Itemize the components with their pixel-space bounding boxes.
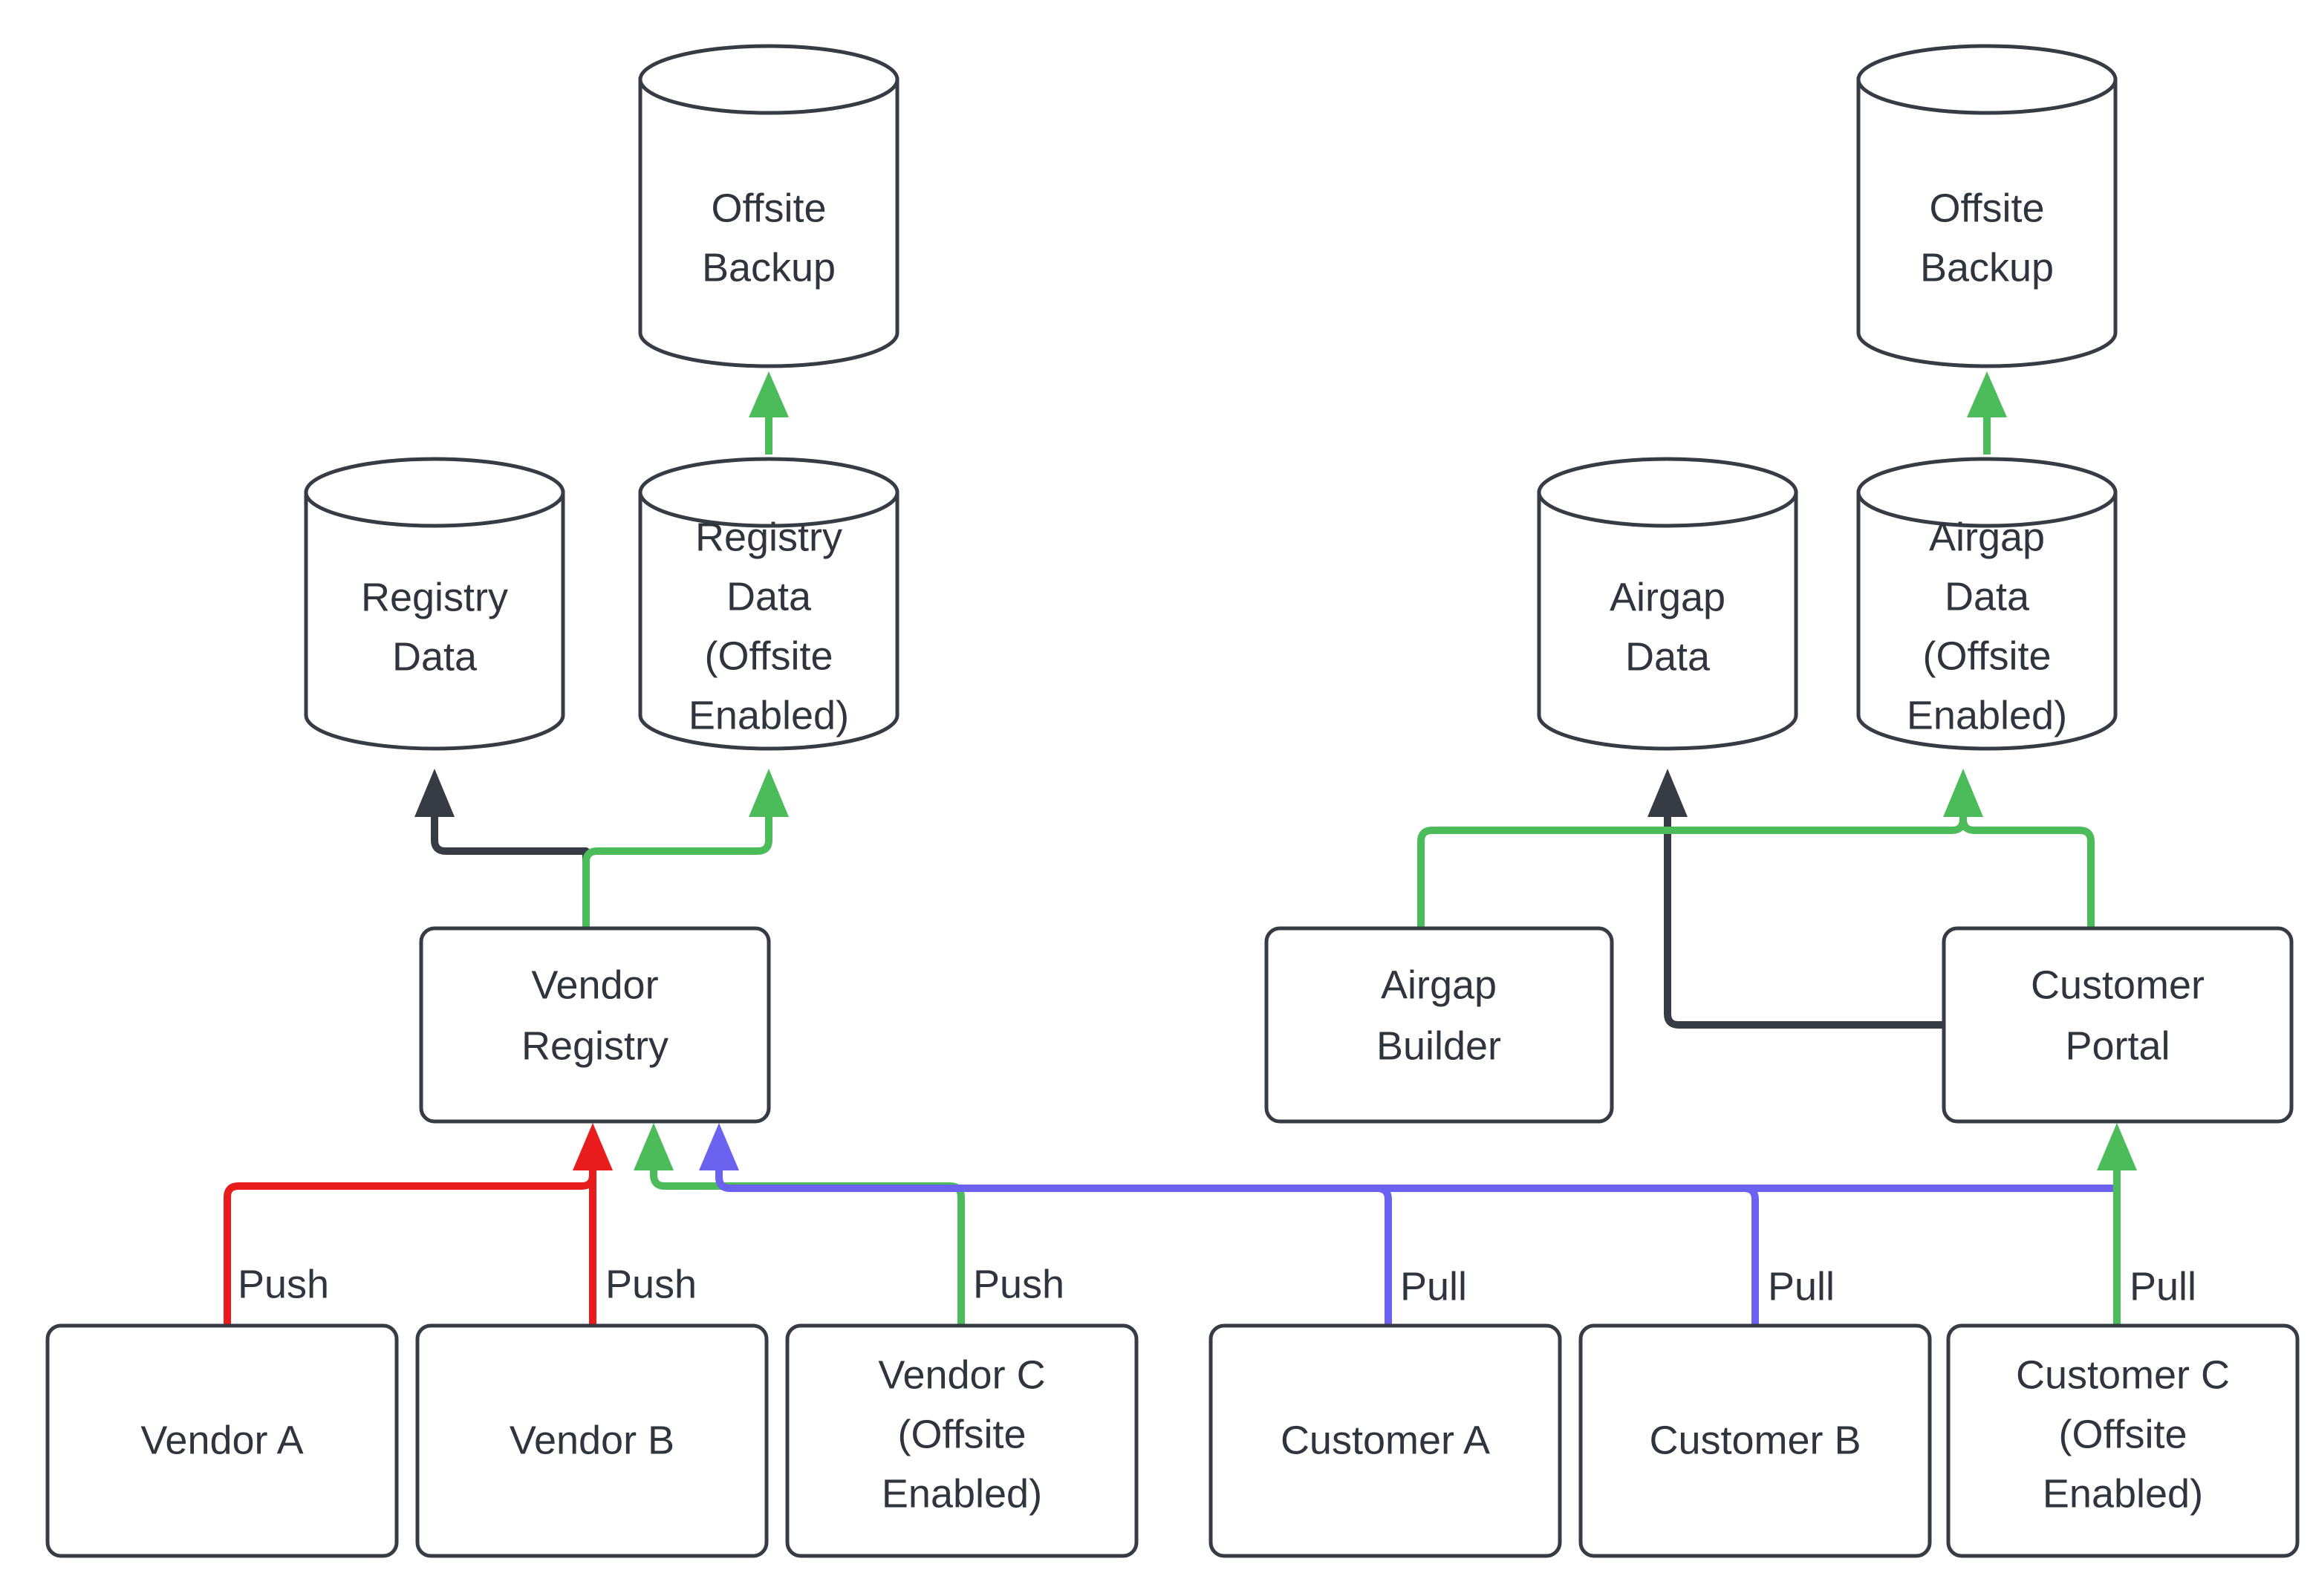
registry-data-offsite-label-2: Data [726, 574, 812, 619]
edge-customer-b-to-vendor-registry [715, 1159, 1759, 1326]
edge-label-customer-b-pull: Pull [1768, 1264, 1835, 1309]
node-airgap-data[interactable]: Airgap Data [1537, 457, 1798, 751]
vendor-registry-label-1: Vendor [531, 963, 658, 1007]
airgap-data-offsite-label-4: Enabled) [1907, 693, 2067, 737]
edge-customer-portal-to-airgap-data-offsite [1959, 806, 2095, 928]
vendor-a-label: Vendor A [140, 1418, 303, 1462]
edge-registry-offsite-to-offsite-backup [749, 371, 789, 455]
node-customer-a[interactable]: Customer A [1208, 1323, 1562, 1558]
vendor-c-label-2: (Offsite [897, 1412, 1026, 1456]
node-vendor-b[interactable]: Vendor B [415, 1323, 769, 1558]
edge-vendor-registry-to-registry-data [414, 769, 590, 928]
airgap-builder-label-1: Airgap [1381, 963, 1497, 1007]
offsite-backup-left-label-1: Offsite [711, 186, 826, 230]
customer-b-label: Customer B [1649, 1418, 1861, 1462]
edge-customer-portal-to-airgap-data [1647, 769, 1942, 1029]
node-customer-c[interactable]: Customer C (Offsite Enabled) [1946, 1323, 2300, 1558]
customer-c-label-3: Enabled) [2043, 1471, 2203, 1516]
airgap-data-label-2: Data [1625, 634, 1711, 679]
node-customer-portal[interactable]: Customer Portal [1942, 926, 2294, 1124]
edge-label-vendor-a-push: Push [238, 1262, 329, 1306]
edge-label-customer-a-pull: Pull [1400, 1264, 1467, 1309]
edge-vendor-registry-to-registry-data-offsite [582, 769, 789, 928]
vendor-b-label: Vendor B [510, 1418, 674, 1462]
node-offsite-backup-left[interactable]: Offsite Backup [638, 44, 900, 368]
airgap-data-label-1: Airgap [1610, 575, 1725, 619]
node-airgap-builder[interactable]: Airgap Builder [1264, 926, 1614, 1124]
edge-customer-c-to-customer-portal [2097, 1123, 2137, 1326]
customer-portal-label-1: Customer [2031, 963, 2205, 1007]
offsite-backup-right-label-1: Offsite [1929, 186, 2044, 230]
node-customer-b[interactable]: Customer B [1578, 1323, 1932, 1558]
airgap-builder-label-2: Builder [1376, 1023, 1501, 1068]
registry-data-offsite-label-3: (Offsite [704, 633, 833, 678]
node-vendor-registry[interactable]: Vendor Registry [419, 926, 771, 1124]
customer-a-label: Customer A [1281, 1418, 1490, 1462]
customer-c-label-1: Customer C [2016, 1352, 2230, 1397]
vendor-registry-label-2: Registry [521, 1023, 668, 1068]
edge-label-vendor-c-push: Push [973, 1262, 1064, 1306]
vendor-c-label-1: Vendor C [878, 1352, 1045, 1397]
node-registry-data-offsite[interactable]: Registry Data (Offsite Enabled) [638, 457, 900, 751]
node-registry-data[interactable]: Registry Data [304, 457, 565, 751]
airgap-data-offsite-label-3: (Offsite [1922, 633, 2051, 678]
edge-airgap-offsite-to-offsite-backup [1967, 371, 2007, 455]
customer-portal-label-2: Portal [2065, 1023, 2170, 1068]
registry-data-offsite-label-4: Enabled) [689, 693, 849, 737]
vendor-c-label-3: Enabled) [882, 1471, 1042, 1516]
registry-data-label-2: Data [392, 634, 478, 679]
edge-airgap-builder-to-airgap-data-offsite [1417, 769, 1983, 928]
registry-data-offsite-label-1: Registry [695, 515, 842, 559]
registry-data-label-1: Registry [361, 575, 508, 619]
edge-label-vendor-b-push: Push [605, 1262, 697, 1306]
offsite-backup-right-label-2: Backup [1920, 245, 2054, 290]
edge-label-customer-c-pull: Pull [2130, 1264, 2196, 1309]
customer-c-label-2: (Offsite [2058, 1412, 2187, 1456]
node-airgap-data-offsite[interactable]: Airgap Data (Offsite Enabled) [1856, 457, 2118, 751]
airgap-data-offsite-label-2: Data [1945, 574, 2030, 619]
node-vendor-a[interactable]: Vendor A [45, 1323, 399, 1558]
airgap-data-offsite-label-1: Airgap [1929, 515, 2045, 559]
node-vendor-c[interactable]: Vendor C (Offsite Enabled) [785, 1323, 1139, 1558]
offsite-backup-left-label-2: Backup [702, 245, 836, 290]
node-offsite-backup-right[interactable]: Offsite Backup [1856, 44, 2118, 368]
